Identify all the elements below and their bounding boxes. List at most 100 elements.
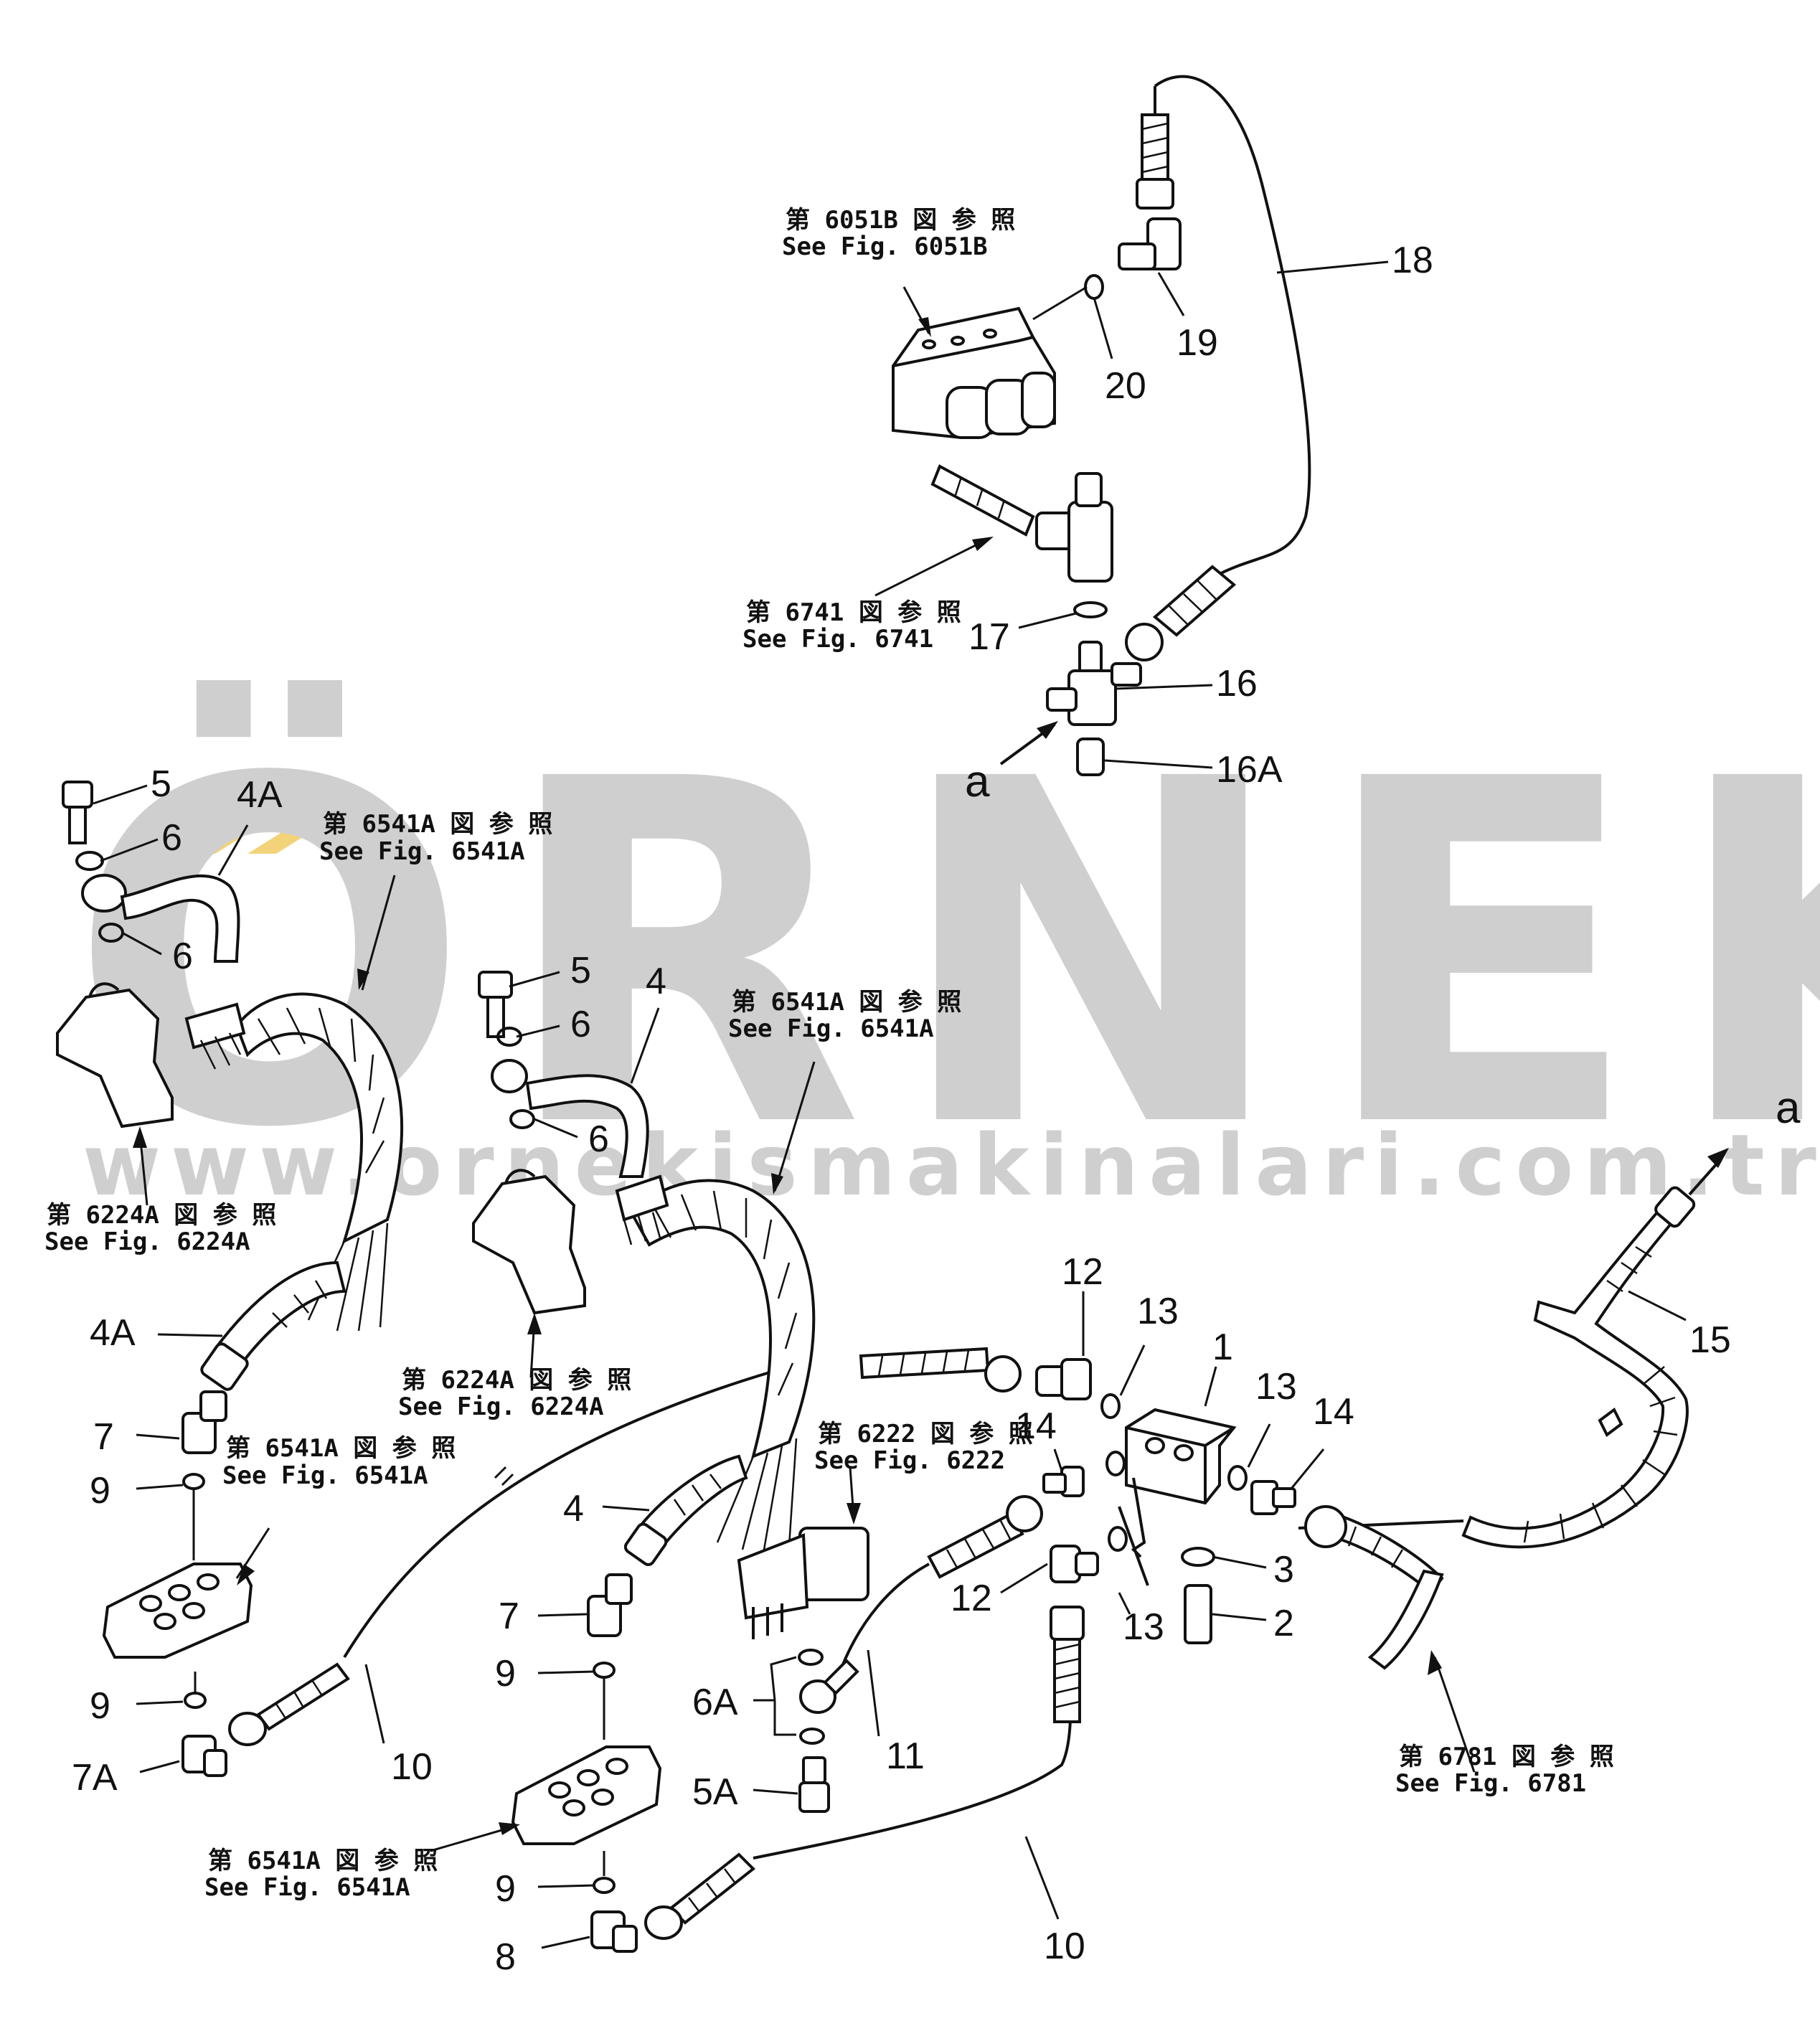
label-a-top: a bbox=[965, 757, 990, 806]
ref-fig-6741: 第 6741 図 参 照 See Fig. 6741 bbox=[742, 598, 961, 654]
o-ring-9-left-2 bbox=[184, 1692, 207, 1709]
hose-18 bbox=[1154, 75, 1311, 575]
label-2: 2 bbox=[1273, 1603, 1294, 1644]
label-6a: 6A bbox=[692, 1682, 738, 1723]
svg-text:See Fig. 6224A: See Fig. 6224A bbox=[398, 1393, 604, 1421]
label-17: 17 bbox=[968, 616, 1010, 658]
tube-4a-left bbox=[120, 874, 240, 963]
top-assembly bbox=[874, 75, 1389, 776]
ref-fig-6541a-top: 第 6541A 図 参 照 See Fig. 6541A bbox=[319, 810, 552, 866]
label-20: 20 bbox=[1105, 365, 1146, 407]
ref-fig-6051b: 第 6051B 図 参 照 See Fig. 6051B bbox=[782, 206, 1015, 261]
washer-6a-2 bbox=[799, 1728, 825, 1745]
hose-10-left bbox=[343, 1365, 790, 1659]
svg-text:See Fig. 6541A: See Fig. 6541A bbox=[319, 837, 525, 866]
fitting-hose-10-mid bbox=[1050, 1606, 1085, 1641]
harness-6541a-left bbox=[184, 992, 403, 1332]
ref-fig-6222: 第 6222 図 参 照 See Fig. 6222 bbox=[814, 1420, 1033, 1475]
ref-fig-6224a-left: 第 6224A 図 参 照 See Fig. 6224A bbox=[44, 1201, 276, 1256]
right-assembly bbox=[1298, 1148, 1729, 1773]
o-ring-9-mid-1 bbox=[593, 1662, 616, 1679]
label-7-left: 7 bbox=[93, 1416, 114, 1458]
bolt-5a bbox=[802, 1756, 826, 1784]
label-6-left-1: 6 bbox=[161, 817, 182, 859]
valve-6541a-left bbox=[102, 1563, 253, 1659]
label-7-mid: 7 bbox=[499, 1596, 519, 1637]
watermark-url: www.ornekismakinalari.com.tr bbox=[82, 1116, 1820, 1215]
ref-fig-6541a-bottom: 第 6541A 図 参 照 See Fig. 6541A bbox=[204, 1847, 438, 1902]
label-7a: 7A bbox=[72, 1757, 118, 1799]
elbow-12-bottom bbox=[1050, 1545, 1099, 1583]
ref-fig-6224a-mid: 第 6224A 図 参 照 See Fig. 6224A bbox=[398, 1366, 631, 1421]
plug-16a bbox=[1076, 738, 1105, 776]
svg-text:第 6051B 図 参 照: 第 6051B 図 参 照 bbox=[786, 206, 1015, 235]
label-14-left: 14 bbox=[1015, 1405, 1057, 1447]
tube-4-mid bbox=[525, 1074, 649, 1178]
hose-15-end-fitting bbox=[1304, 1505, 1347, 1548]
svg-text:第 6781 図 参 照: 第 6781 図 参 照 bbox=[1399, 1743, 1614, 1771]
o-ring-13-lower bbox=[1108, 1526, 1128, 1552]
label-10-left: 10 bbox=[391, 1746, 433, 1788]
pipe-15 bbox=[1461, 1210, 1689, 1549]
valve-block-6051b bbox=[892, 306, 1056, 440]
label-a-right: a bbox=[1776, 1083, 1801, 1133]
bolt-5-mid bbox=[478, 971, 513, 999]
washer-3 bbox=[1181, 1547, 1215, 1567]
label-16a: 16A bbox=[1216, 749, 1283, 791]
o-ring-20 bbox=[1084, 274, 1104, 300]
svg-text:See Fig. 6541A: See Fig. 6541A bbox=[204, 1873, 410, 1902]
center-right-assembly bbox=[737, 1291, 1325, 1813]
accent-chevron-1 bbox=[187, 818, 273, 854]
hose-11 bbox=[841, 1563, 930, 1665]
elbow-7-mid bbox=[587, 1595, 622, 1637]
tee-16 bbox=[1046, 641, 1142, 726]
hose-11-end bbox=[927, 1512, 1024, 1579]
svg-text:See Fig. 6541A: See Fig. 6541A bbox=[728, 1014, 934, 1043]
label-10-mid: 10 bbox=[1044, 1926, 1085, 1967]
harness-4a-left bbox=[200, 1260, 346, 1391]
svg-text:第 6541A 図 参 照: 第 6541A 図 参 照 bbox=[226, 1434, 456, 1463]
watermark-accent bbox=[187, 818, 334, 854]
ref-fig-6781: 第 6781 図 参 照 See Fig. 6781 bbox=[1395, 1743, 1614, 1798]
left-assembly bbox=[56, 781, 790, 1777]
o-ring-13-top bbox=[1100, 1393, 1121, 1419]
svg-text:See Fig. 6541A: See Fig. 6541A bbox=[222, 1461, 428, 1490]
label-18: 18 bbox=[1392, 240, 1433, 281]
washer-6-mid-2 bbox=[509, 1109, 535, 1129]
label-12-bottom: 12 bbox=[951, 1578, 992, 1619]
label-13-right: 13 bbox=[1255, 1366, 1297, 1408]
ref-fig-6541a-mid: 第 6541A 図 参 照 See Fig. 6541A bbox=[728, 988, 961, 1043]
label-9-mid-2: 9 bbox=[495, 1868, 516, 1910]
bolt-5-left bbox=[62, 781, 93, 809]
sensor-6741 bbox=[930, 464, 1113, 583]
watermark: ÖRNEK www.ornekismakinalari.com.tr bbox=[68, 675, 1820, 1231]
connector-6224a-mid bbox=[472, 1169, 586, 1315]
bolt-2 bbox=[1184, 1584, 1212, 1644]
o-ring-13-right bbox=[1227, 1465, 1248, 1491]
part-number-labels: 18 19 20 17 16 16A a a 5 6 6 4A 4A 7 9 9… bbox=[72, 240, 1801, 1978]
o-ring-9-left-1 bbox=[182, 1473, 205, 1490]
label-5-mid: 5 bbox=[570, 950, 591, 991]
label-9-mid-1: 9 bbox=[495, 1653, 516, 1695]
o-ring-13-bottom bbox=[1105, 1451, 1126, 1476]
hose-18-lower-end bbox=[1125, 565, 1237, 661]
svg-text:第 6224A 図 参 照: 第 6224A 図 参 照 bbox=[402, 1366, 631, 1395]
hose-18-upper-end bbox=[1136, 113, 1174, 209]
label-4a-bottom: 4A bbox=[90, 1312, 136, 1354]
o-ring-9-mid-2 bbox=[593, 1877, 616, 1894]
elbow-12-top bbox=[1035, 1358, 1092, 1400]
label-13-bottom: 13 bbox=[1123, 1606, 1164, 1648]
svg-text:第 6224A 図 参 照: 第 6224A 図 参 照 bbox=[47, 1201, 276, 1230]
label-15: 15 bbox=[1689, 1319, 1731, 1361]
svg-text:See Fig. 6051B: See Fig. 6051B bbox=[782, 232, 988, 261]
svg-text:第 6541A 図 参 照: 第 6541A 図 参 照 bbox=[323, 810, 552, 839]
label-4-top: 4 bbox=[646, 961, 666, 1002]
arrow-a-right bbox=[1707, 1148, 1729, 1168]
label-3: 3 bbox=[1273, 1549, 1294, 1591]
middle-assembly bbox=[430, 971, 1072, 1953]
svg-text:See Fig. 6781: See Fig. 6781 bbox=[1395, 1769, 1586, 1798]
label-12-top: 12 bbox=[1062, 1251, 1103, 1293]
accent-chevron-2 bbox=[247, 818, 334, 854]
svg-text:第 6222 図 参 照: 第 6222 図 参 照 bbox=[818, 1420, 1033, 1448]
